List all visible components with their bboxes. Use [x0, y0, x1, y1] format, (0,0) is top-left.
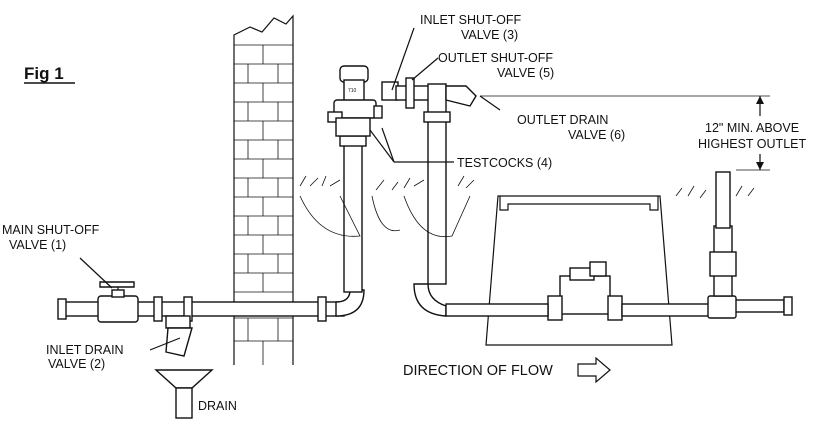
figure-title: Fig 1 — [24, 64, 75, 84]
svg-text:12" MIN. ABOVE: 12" MIN. ABOVE — [705, 121, 799, 135]
svg-text:INLET SHUT-OFF: INLET SHUT-OFF — [420, 13, 522, 27]
svg-text:OUTLET DRAIN: OUTLET DRAIN — [517, 113, 608, 127]
label-direction-of-flow: DIRECTION OF FLOW — [403, 356, 611, 384]
svg-text:INLET DRAIN: INLET DRAIN — [46, 343, 124, 357]
drain-funnel — [154, 369, 214, 419]
svg-text:VALVE (3): VALVE (3) — [461, 28, 518, 42]
inlet-riser — [335, 135, 367, 317]
clearance-dimension — [480, 95, 770, 171]
main-shutoff-valve — [79, 257, 139, 323]
label-outlet-drain: OUTLET DRAIN VALVE (6) — [517, 113, 625, 142]
label-inlet-shutoff: INLET SHUT-OFF VALVE (3) — [420, 13, 522, 42]
outlet-riser — [413, 83, 501, 317]
svg-text:VALVE (6): VALVE (6) — [568, 128, 625, 142]
label-testcocks: TESTCOCKS (4) — [457, 156, 552, 170]
svg-text:OUTLET SHUT-OFF: OUTLET SHUT-OFF — [438, 51, 553, 65]
label-main-shutoff: MAIN SHUT-OFF VALVE (1) — [2, 223, 100, 252]
soil-mound-left — [299, 175, 475, 238]
label-clearance: 12" MIN. ABOVE HIGHEST OUTLET — [698, 121, 806, 151]
svg-text:HIGHEST OUTLET: HIGHEST OUTLET — [698, 137, 806, 151]
figure-title-text: Fig 1 — [24, 64, 64, 83]
svg-text:DIRECTION OF FLOW: DIRECTION OF FLOW — [403, 363, 553, 379]
svg-text:DRAIN: DRAIN — [198, 399, 237, 413]
inlet-drain-valve — [149, 315, 193, 357]
arrow-right-icon — [577, 356, 611, 384]
backflow-preventer: 710 — [327, 65, 437, 137]
label-inlet-drain: INLET DRAIN VALVE (2) — [46, 343, 124, 371]
svg-text:710: 710 — [348, 88, 357, 94]
label-drain: DRAIN — [198, 399, 237, 413]
svg-text:TESTCOCKS (4): TESTCOCKS (4) — [457, 156, 552, 170]
svg-text:VALVE (1): VALVE (1) — [9, 238, 66, 252]
downstream-pipe — [445, 171, 793, 319]
label-outlet-shutoff: OUTLET SHUT-OFF VALVE (5) — [438, 51, 554, 80]
valve-box — [485, 195, 673, 346]
brick-wall — [233, 14, 294, 365]
svg-text:MAIN SHUT-OFF: MAIN SHUT-OFF — [2, 223, 100, 237]
svg-text:VALVE (2): VALVE (2) — [48, 357, 105, 371]
leader-lines — [369, 27, 454, 163]
svg-text:VALVE (5): VALVE (5) — [497, 66, 554, 80]
